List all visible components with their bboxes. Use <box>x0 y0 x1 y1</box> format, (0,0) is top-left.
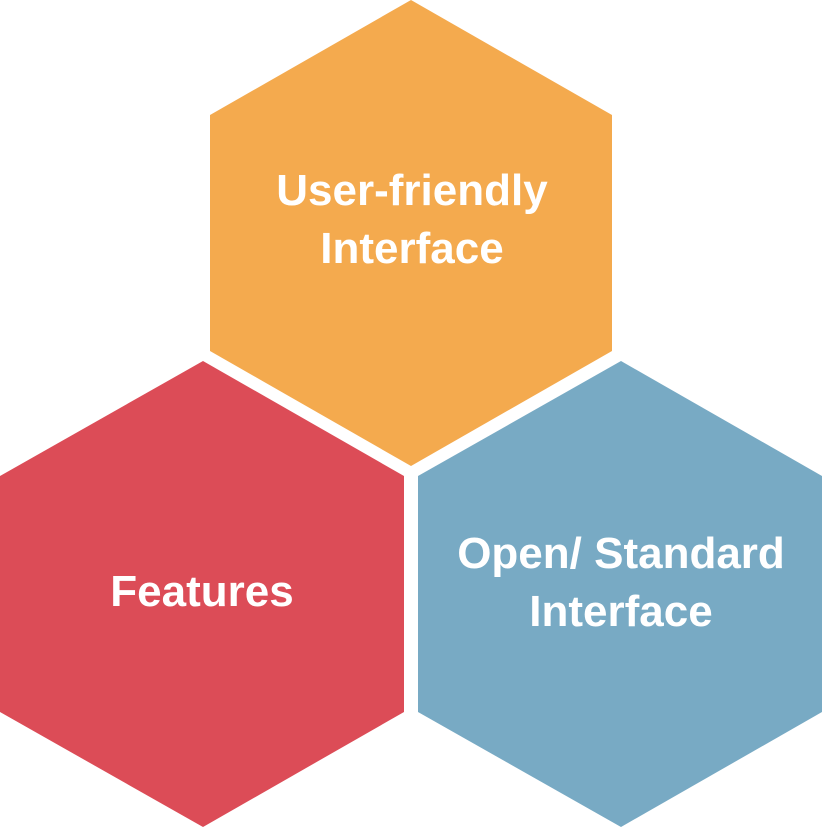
hexagon-left-label: Features <box>0 563 404 621</box>
hexagon-top-label: User-friendly Interface <box>212 162 612 278</box>
hexagon-top-label-line-1: User-friendly <box>276 166 548 215</box>
hexagon-right-label-line-1: Open/ Standard <box>457 529 785 578</box>
hexagon-right-label-line-2: Interface <box>529 587 713 636</box>
hexagon-left-label-line-1: Features <box>110 567 294 616</box>
hexagon-right-label: Open/ Standard Interface <box>418 525 824 641</box>
hexagon-top-label-line-2: Interface <box>320 224 504 273</box>
hexagon-top <box>210 0 612 466</box>
hexagon-left <box>0 361 404 827</box>
hexagon-right <box>418 361 822 827</box>
